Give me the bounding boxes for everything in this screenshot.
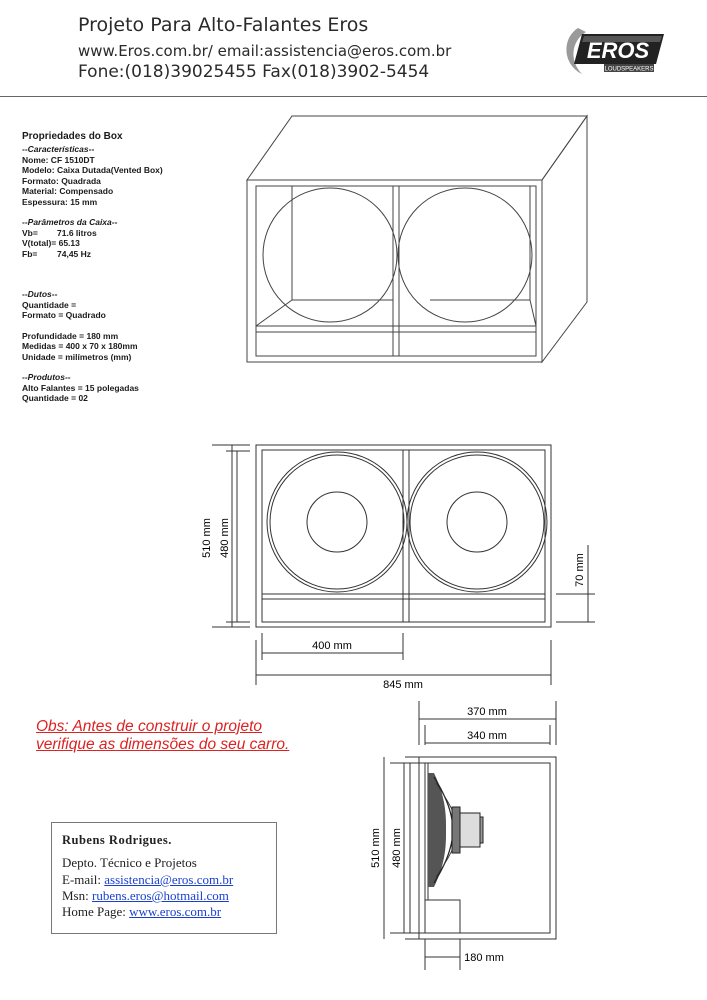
side-height-outer-label: 510 mm: [370, 828, 382, 868]
products-title: --Produtos--: [22, 372, 71, 382]
box-material: Material: Compensado: [22, 186, 114, 196]
header-contact-web: www.Eros.com.br/ email:assistencia@eros.…: [78, 42, 452, 60]
ducts-title: --Dutos--: [22, 289, 58, 299]
vb-label: Vb=: [22, 227, 38, 238]
box-name: Nome: CF 1510DT: [22, 154, 95, 165]
email-label: E-mail:: [62, 872, 105, 887]
contact-card: Rubens Rodrigues. Depto. Técnico e Proje…: [51, 822, 277, 934]
fb-label: Fb=: [22, 248, 38, 259]
vtotal: V(total)= 65.13: [22, 238, 80, 248]
box-thickness: Espessura: 15 mm: [22, 196, 98, 207]
side-view-drawing: 510 mm 480 mm 370 mm 340 mm 180 mm: [370, 701, 557, 970]
header-phone: Fone:(018)39025455 Fax(018)3902-5454: [78, 62, 430, 82]
box-format: Formato: Quadrada: [22, 175, 101, 186]
duct-height-label: 70 mm: [574, 553, 586, 587]
characteristics-title: --Características--: [22, 144, 95, 154]
contact-department: Depto. Técnico e Projetos: [62, 855, 197, 870]
total-width-label: 845 mm: [383, 679, 423, 691]
page-title: Projeto Para Alto-Falantes Eros: [78, 14, 369, 36]
observation-note: Obs: Antes de construir o projeto verifi…: [36, 718, 289, 754]
parameters-title: --Parâmetros da Caixa--: [22, 217, 118, 227]
logo-subtext: LOUDSPEAKERS: [604, 67, 653, 73]
duct-depth: Profundidade = 180 mm: [22, 330, 119, 341]
msn-link[interactable]: rubens.eros@hotmail.com: [91, 888, 229, 903]
contact-email-row: E-mail: assistencia@eros.com.br: [62, 872, 233, 888]
unit: Unidade = milímetros (mm): [22, 351, 132, 362]
speaker-quantity: Quantidade = 02: [22, 393, 88, 403]
vb-value: 71.6 litros: [57, 227, 97, 238]
logo-text: EROS: [587, 38, 650, 63]
box-model: Modelo: Caixa Dutada(Vented Box): [22, 165, 163, 175]
email-link[interactable]: assistencia@eros.com.br: [104, 872, 234, 887]
contact-msn-row: Msn: rubens.eros@hotmail.com: [62, 888, 229, 904]
isometric-box-drawing: [246, 114, 588, 364]
header-divider: [0, 96, 707, 97]
duct-depth-label: 180 mm: [464, 952, 504, 964]
front-view-drawing: 510 mm 480 mm 70 mm 400 mm 845 mm: [201, 444, 595, 691]
duct-width-label: 400 mm: [312, 640, 352, 652]
side-depth-inner-label: 340 mm: [467, 730, 507, 742]
msn-label: Msn:: [62, 888, 92, 903]
vb-row: Vb= 71.6 litros: [22, 228, 163, 239]
contact-name: Rubens Rodrigues.: [62, 833, 172, 847]
speakers: Alto Falantes = 15 polegadas: [22, 382, 139, 393]
fb-value: 74,45 Hz: [57, 248, 92, 259]
home-link[interactable]: www.eros.com.br: [129, 904, 222, 919]
speaker-profile: [428, 773, 484, 887]
front-height-outer-label: 510 mm: [201, 518, 213, 558]
eros-logo: EROS LOUDSPEAKERS: [566, 28, 664, 74]
duct-quantity: Quantidade =: [22, 299, 77, 310]
home-label: Home Page:: [62, 904, 130, 919]
side-depth-outer-label: 370 mm: [467, 706, 507, 718]
properties-heading: Propriedades do Box: [22, 131, 123, 142]
duct-measures: Medidas = 400 x 70 x 180mm: [22, 341, 138, 351]
contact-home-row: Home Page: www.eros.com.br: [62, 904, 221, 920]
front-height-inner-label: 480 mm: [219, 518, 231, 558]
duct-format: Formato = Quadrado: [22, 310, 106, 320]
fb-row: Fb= 74,45 Hz: [22, 249, 163, 260]
side-height-inner-label: 480 mm: [391, 828, 403, 868]
observation-line-2: verifique as dimensões do seu carro.: [36, 736, 290, 753]
observation-line-1: Obs: Antes de construir o projeto: [36, 718, 263, 735]
box-properties: Propriedades do Box --Características-- …: [22, 130, 163, 404]
